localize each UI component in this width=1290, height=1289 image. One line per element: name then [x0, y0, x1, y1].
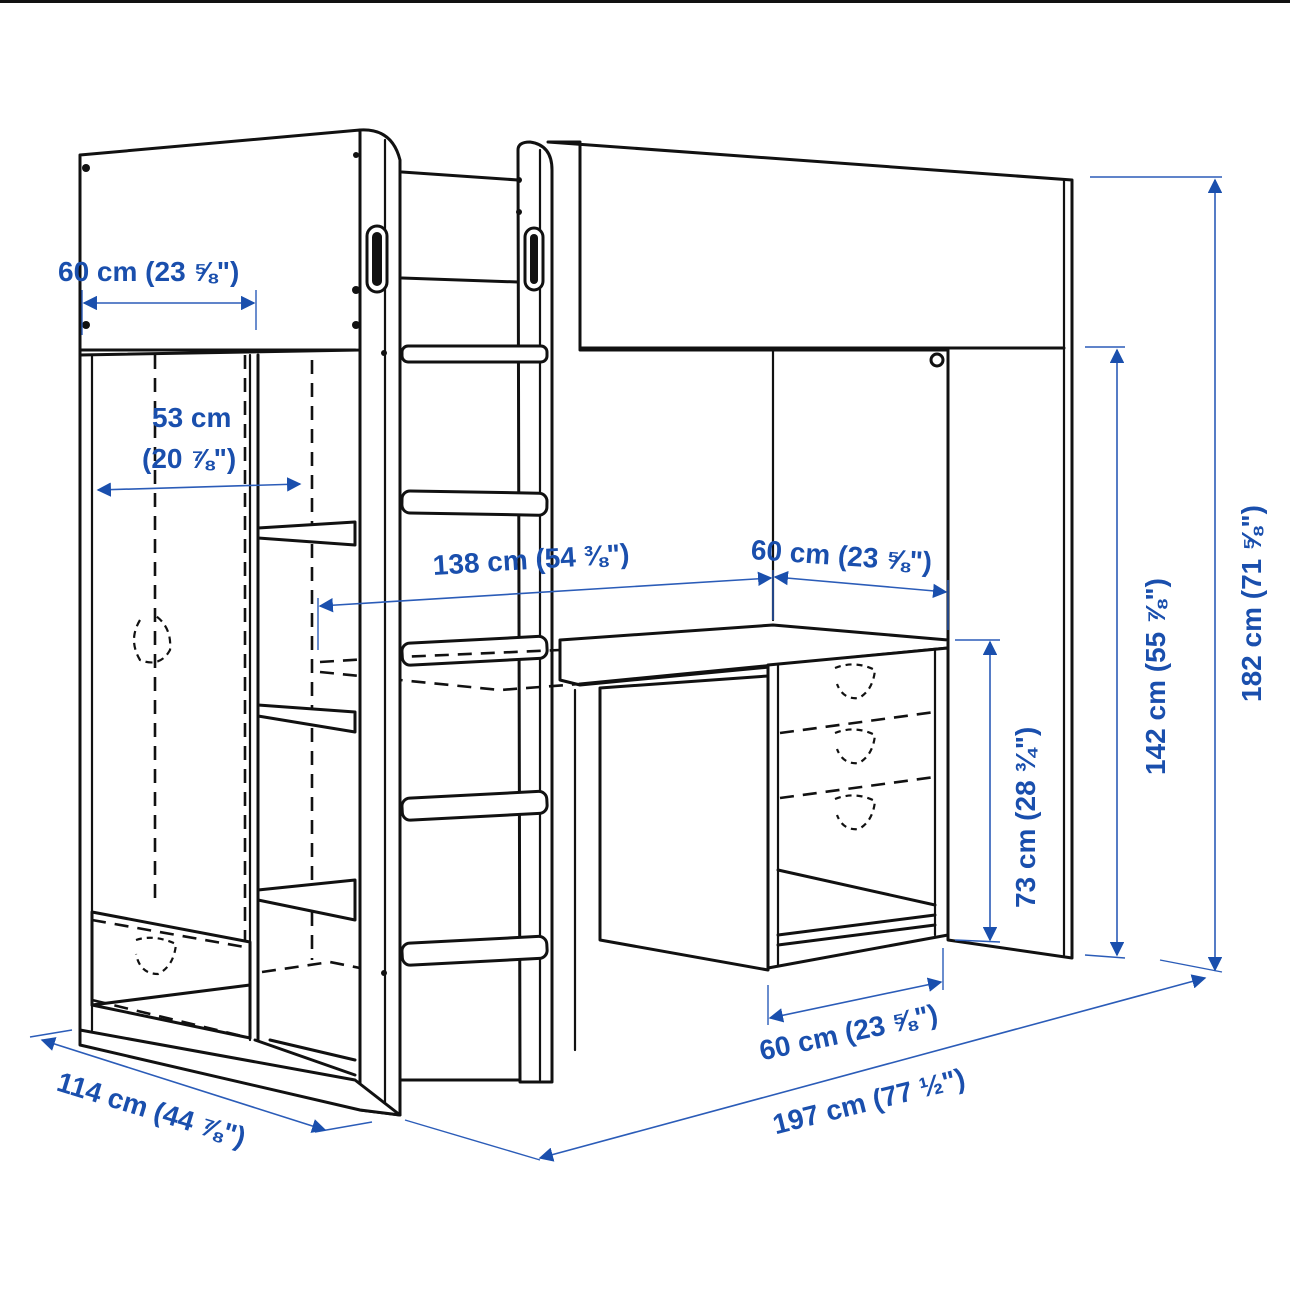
dimension-label-wardrobe-inner-width-cm: 53 cm [152, 402, 232, 433]
ladder-rungs [400, 344, 549, 967]
desk [319, 623, 950, 1112]
dimension-label-wardrobe-width: 60 cm (23 ⅝") [58, 256, 240, 287]
dimension-label-desk-height: 73 cm (28 ¾") [1010, 726, 1041, 908]
door-handle-icon [132, 615, 172, 664]
ladder [400, 140, 554, 1084]
bolt-hole-icon [929, 352, 945, 368]
dimension-label-clearance-height: 142 cm (55 ⅞") [1140, 578, 1171, 775]
shelf-unit [248, 353, 361, 1062]
dimension-label-wardrobe-inner-width-in: (20 ⅞") [142, 443, 237, 474]
dimension-label-total-height: 182 cm (71 ⅝") [1236, 505, 1267, 702]
bed-back-panel [546, 140, 1074, 960]
dimension-lines [29, 176, 1223, 1162]
drawer-handles [834, 663, 877, 831]
top-border [0, 0, 1290, 3]
